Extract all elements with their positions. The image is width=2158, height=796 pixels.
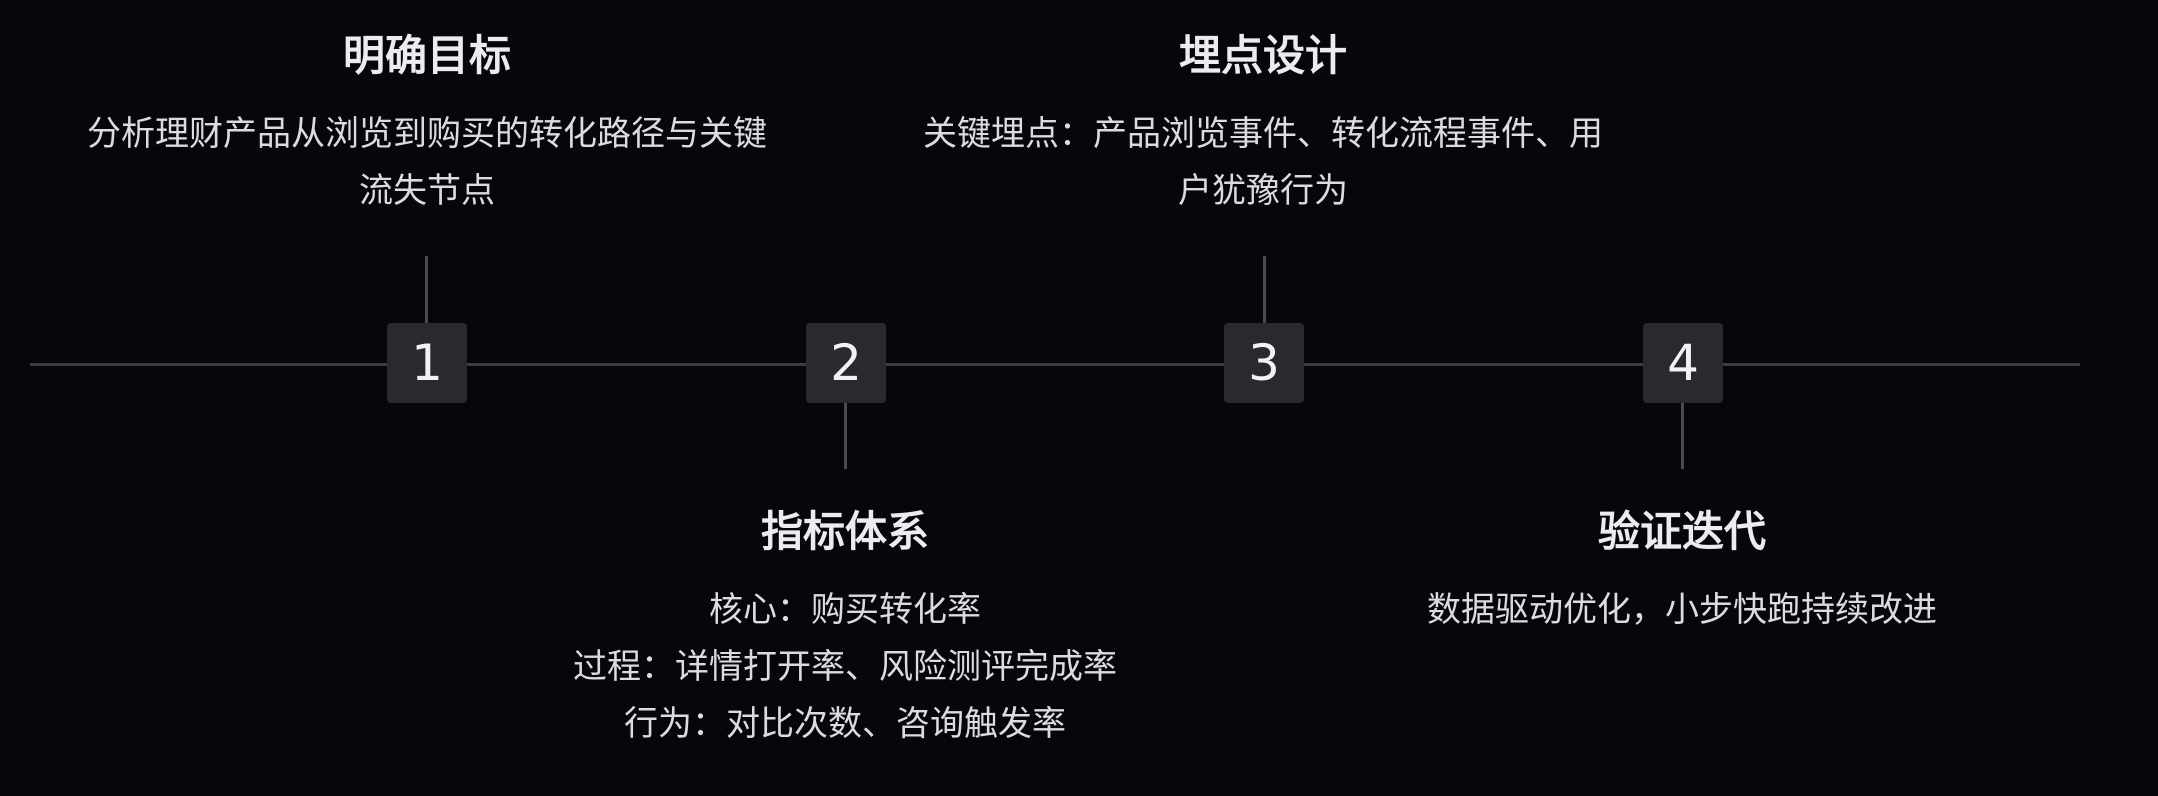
step-2-text: 指标体系 核心：购买转化率 过程：详情打开率、风险测评完成率 行为：对比次数、咨…: [573, 502, 1117, 753]
step-number: 3: [1248, 334, 1280, 392]
step-title: 指标体系: [760, 507, 929, 556]
step-marker-1: 1: [387, 323, 467, 403]
step-number: 2: [830, 334, 862, 392]
step-number: 1: [411, 334, 443, 392]
connector-step-2: [844, 403, 847, 469]
step-description-line: 数据驱动优化，小步快跑持续改进: [1427, 590, 1937, 630]
step-description-line: 分析理财产品从浏览到购买的转化路径与关键: [87, 114, 767, 154]
step-marker-4: 4: [1643, 323, 1723, 403]
connector-step-3: [1263, 256, 1266, 324]
step-description-line: 流失节点: [359, 171, 495, 211]
step-3-text: 埋点设计 关键埋点：产品浏览事件、转化流程事件、用 户犹豫行为: [923, 26, 1603, 220]
step-4-text: 验证迭代 数据驱动优化，小步快跑持续改进: [1427, 502, 1937, 639]
connector-step-1: [425, 256, 428, 324]
step-marker-2: 2: [806, 323, 886, 403]
step-description-line: 关键埋点：产品浏览事件、转化流程事件、用: [923, 114, 1603, 154]
step-title: 明确目标: [342, 31, 511, 80]
step-description-line: 核心：购买转化率: [709, 590, 981, 630]
step-1-text: 明确目标 分析理财产品从浏览到购买的转化路径与关键 流失节点: [87, 26, 767, 220]
step-description-line: 户犹豫行为: [1178, 171, 1348, 211]
step-number: 4: [1667, 334, 1699, 392]
step-title: 验证迭代: [1597, 507, 1766, 556]
step-marker-3: 3: [1224, 323, 1304, 403]
step-description-line: 过程：详情打开率、风险测评完成率: [573, 647, 1117, 687]
step-description-line: 行为：对比次数、咨询触发率: [624, 704, 1066, 744]
step-title: 埋点设计: [1178, 31, 1347, 80]
connector-step-4: [1681, 403, 1684, 469]
timeline-axis: [30, 363, 2080, 366]
